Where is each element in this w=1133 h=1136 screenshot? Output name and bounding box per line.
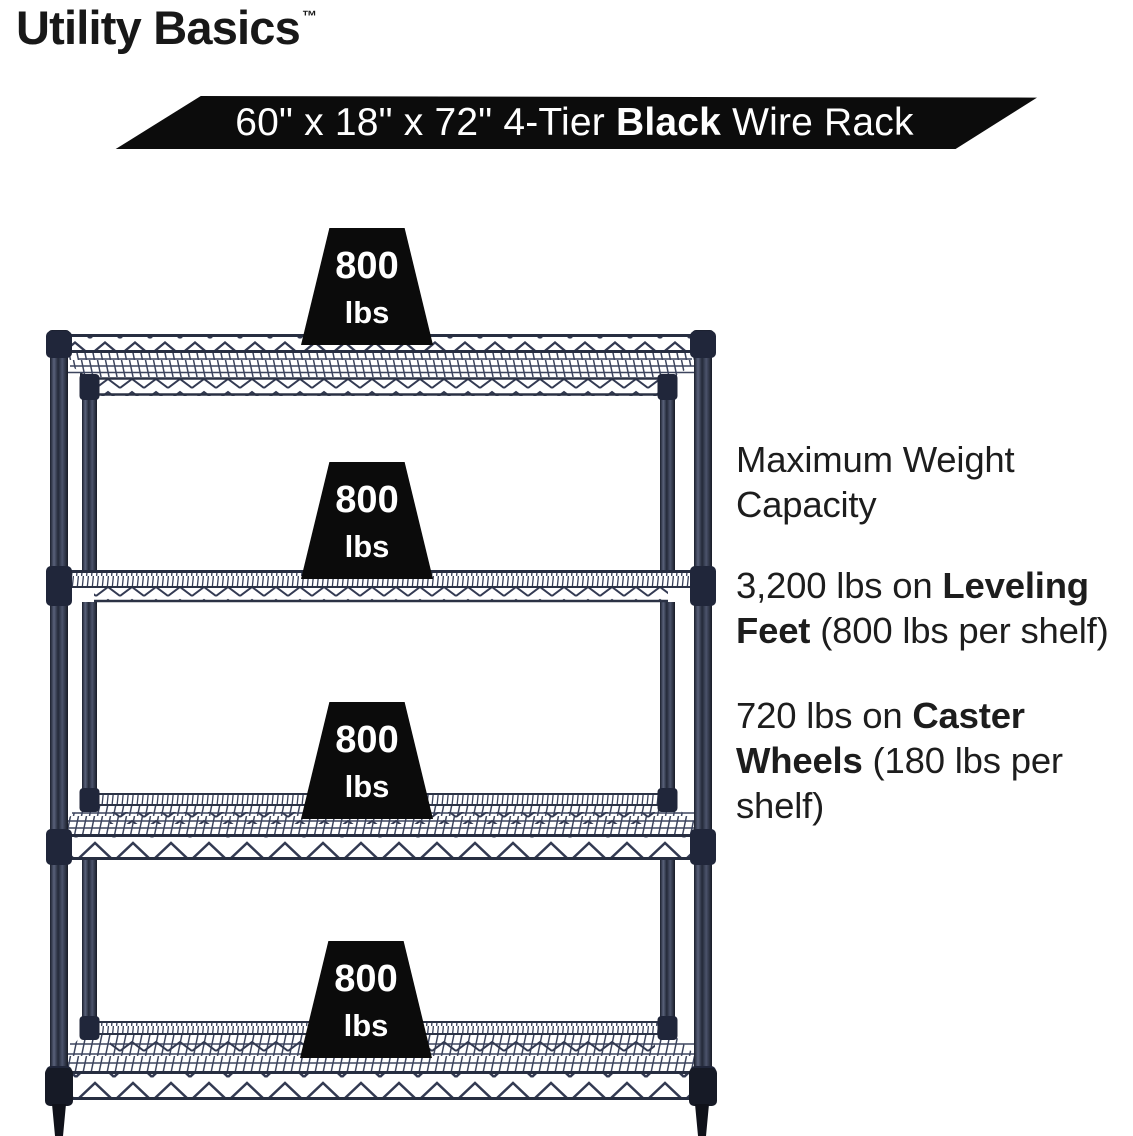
weight-unit: lbs [344,769,390,804]
product-title-banner: 60" x 18" x 72" 4-Tier Black Wire Rack [115,96,1037,149]
spec-leveling-feet: 3,200 lbs on Leveling Feet (800 lbs per … [736,563,1133,653]
leveling-feet [45,1068,717,1136]
spec-prefix: 720 lbs on [736,695,913,736]
spec-caster-wheels: 720 lbs on Caster Wheels (180 lbs per sh… [736,693,1133,828]
brand-name: Utility Basics [16,1,301,54]
weight-marker: 800 lbs [300,941,432,1058]
weight-unit: lbs [344,295,390,330]
spec-suffix: (180 lbs per shelf) [736,740,1063,826]
spec-suffix: (800 lbs per shelf) [810,610,1109,651]
weight-value: 800 [335,479,399,521]
specs-heading: Maximum Weight Capacity [736,439,1015,525]
spec-bold: Leveling Feet [736,565,1089,651]
weight-value: 800 [335,245,399,287]
trademark-symbol: ™ [301,8,317,26]
weight-value: 800 [334,958,398,1000]
banner-title-suffix: Wire Rack [721,100,914,144]
spec-prefix: 3,200 lbs on [736,565,943,606]
banner-title-prefix: 60" x 18" x 72" 4-Tier [235,100,616,144]
weight-marker: 800 lbs [301,462,433,579]
weight-unit: lbs [343,1008,389,1043]
spec-text-block: Maximum Weight Capacity 3,200 lbs on Lev… [736,437,1133,868]
banner-title-color: Black [615,100,722,144]
weight-unit: lbs [344,529,390,564]
weight-marker: 800 lbs [301,228,433,345]
weight-value: 800 [335,719,399,761]
spec-bold: Caster Wheels [736,695,1025,781]
weight-marker: 800 lbs [301,702,433,819]
